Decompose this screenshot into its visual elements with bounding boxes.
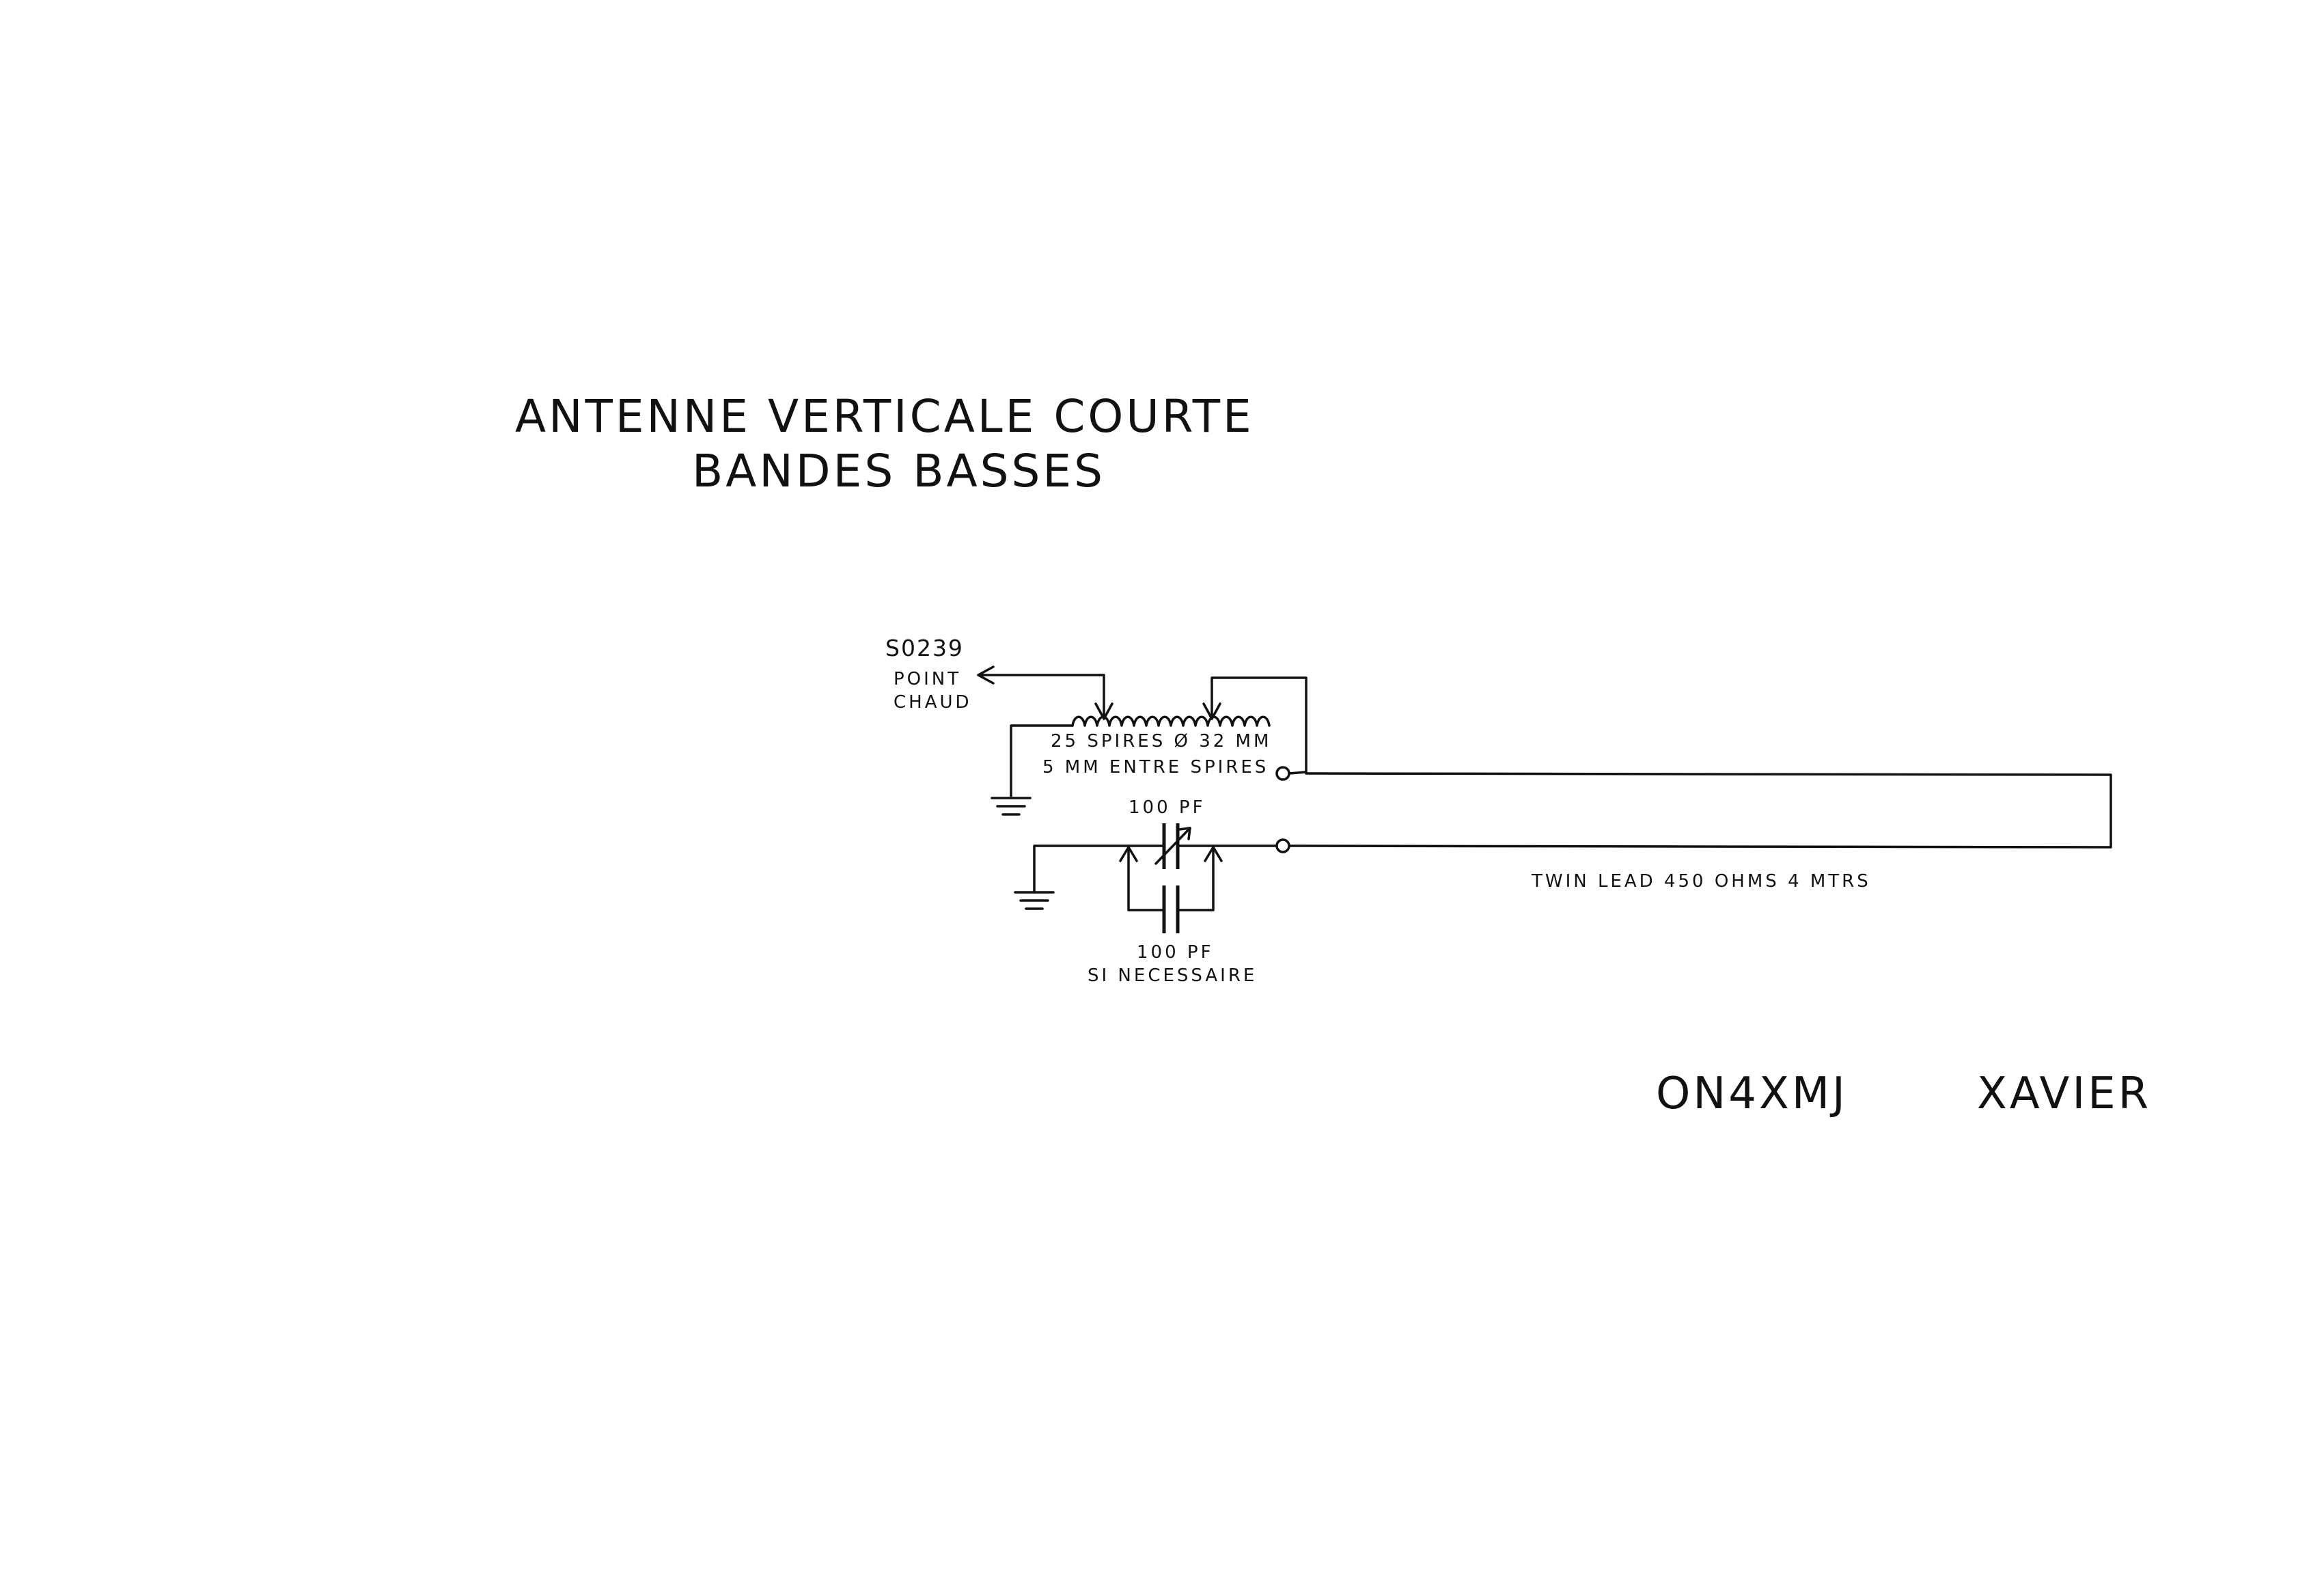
connector-hot-label-1: POINT: [894, 669, 961, 689]
coil-tap-arrow: [1202, 676, 1308, 773]
ground-icon: [991, 797, 1032, 816]
coil-spacing-label: 5 MM ENTRE SPIRES: [1042, 757, 1269, 778]
fixed-capacitor: [1119, 844, 1223, 933]
title-line-1: ANTENNE VERTICALE COURTE: [515, 390, 1254, 443]
upper-terminal-link: [1288, 771, 1308, 775]
fixed-capacitor-note: SI NECESSAIRE: [1088, 965, 1257, 986]
coil-inductor: [1071, 715, 1271, 727]
fixed-capacitor-label: 100 PF: [1137, 942, 1214, 963]
variable-capacitor-label: 100 PF: [1129, 797, 1206, 818]
terminal-lower: [1275, 838, 1290, 853]
coil-turns-label: 25 SPIRES Ø 32 MM: [1051, 731, 1271, 752]
terminal-upper: [1275, 766, 1290, 781]
twin-lead-feedline: [1288, 772, 2112, 849]
author-callsign: ON4XMJ: [1656, 1069, 1848, 1119]
coil-ground-lead: [1010, 724, 1074, 799]
author-name: XAVIER: [1977, 1069, 2151, 1119]
title-line-2: BANDES BASSES: [692, 445, 1105, 497]
hot-point-arrow: [977, 665, 1113, 720]
connector-label: S0239: [885, 635, 964, 661]
ground-icon: [1014, 891, 1055, 910]
lower-ground-lead: [1033, 844, 1130, 894]
feedline-label: TWIN LEAD 450 OHMS 4 MTRS: [1531, 871, 1871, 892]
connector-hot-label-2: CHAUD: [894, 692, 972, 713]
variable-capacitor: [1127, 823, 1284, 869]
